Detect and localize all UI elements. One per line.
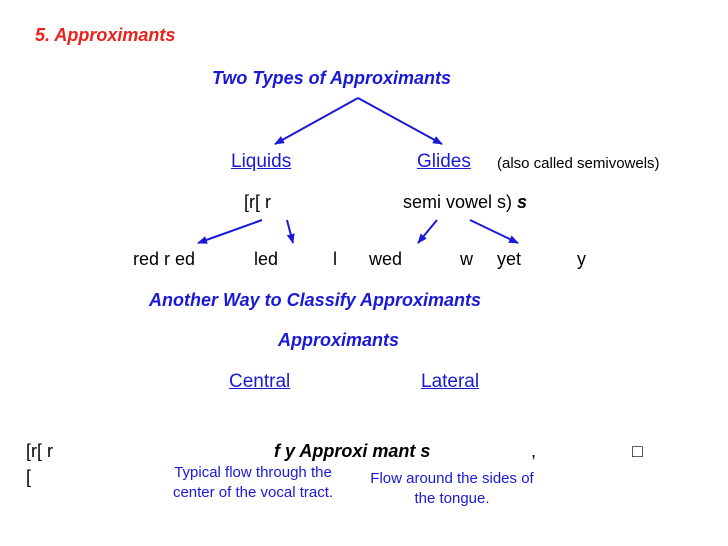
missing-glyph-box: □ xyxy=(632,441,643,461)
section-heading: 5. Approximants xyxy=(35,25,176,45)
liquids-label: Liquids xyxy=(231,151,292,172)
types-title: Two Types of Approximants xyxy=(212,68,452,88)
arrow-to-led xyxy=(286,219,295,244)
bottom-left-line2: [ xyxy=(26,467,32,487)
arrow-to-yet xyxy=(469,219,519,244)
example-wed: wed xyxy=(369,249,403,269)
lateral-label: Lateral xyxy=(421,371,480,392)
arrow-to-glides xyxy=(357,97,443,145)
central-note: Typical flow through the center of the v… xyxy=(172,464,334,502)
central-label: Central xyxy=(229,371,291,392)
arrow-to-red xyxy=(197,219,263,244)
bottom-left-line1: [r[ r xyxy=(26,441,53,461)
arrow-to-wed xyxy=(417,219,438,244)
example-w: w xyxy=(460,249,473,269)
bottom-comma: , xyxy=(531,441,537,461)
example-led: led xyxy=(254,249,279,269)
liquids-symbols: [r[ r xyxy=(244,192,271,212)
glides-subtitle: semi vowel s) s xyxy=(403,193,527,211)
glides-label: Glides xyxy=(417,151,471,172)
example-l: l xyxy=(333,249,337,269)
another-way-title: Another Way to Classify Approximants xyxy=(149,290,482,310)
example-y: y xyxy=(577,249,586,269)
glides-subtitle-text: semi vowel s) xyxy=(403,192,513,212)
example-red: red r ed xyxy=(133,249,196,269)
glides-subtitle-bold: s xyxy=(517,192,528,212)
lateral-note: Flow around the sides of the tongue. xyxy=(370,470,534,508)
arrow-to-liquids xyxy=(274,97,359,145)
glides-note: (also called semivowels) xyxy=(497,155,660,172)
approximants-title: Approximants xyxy=(278,330,400,350)
example-yet: yet xyxy=(497,249,522,269)
bottom-approximants: f y Approxi mant s xyxy=(274,441,431,461)
